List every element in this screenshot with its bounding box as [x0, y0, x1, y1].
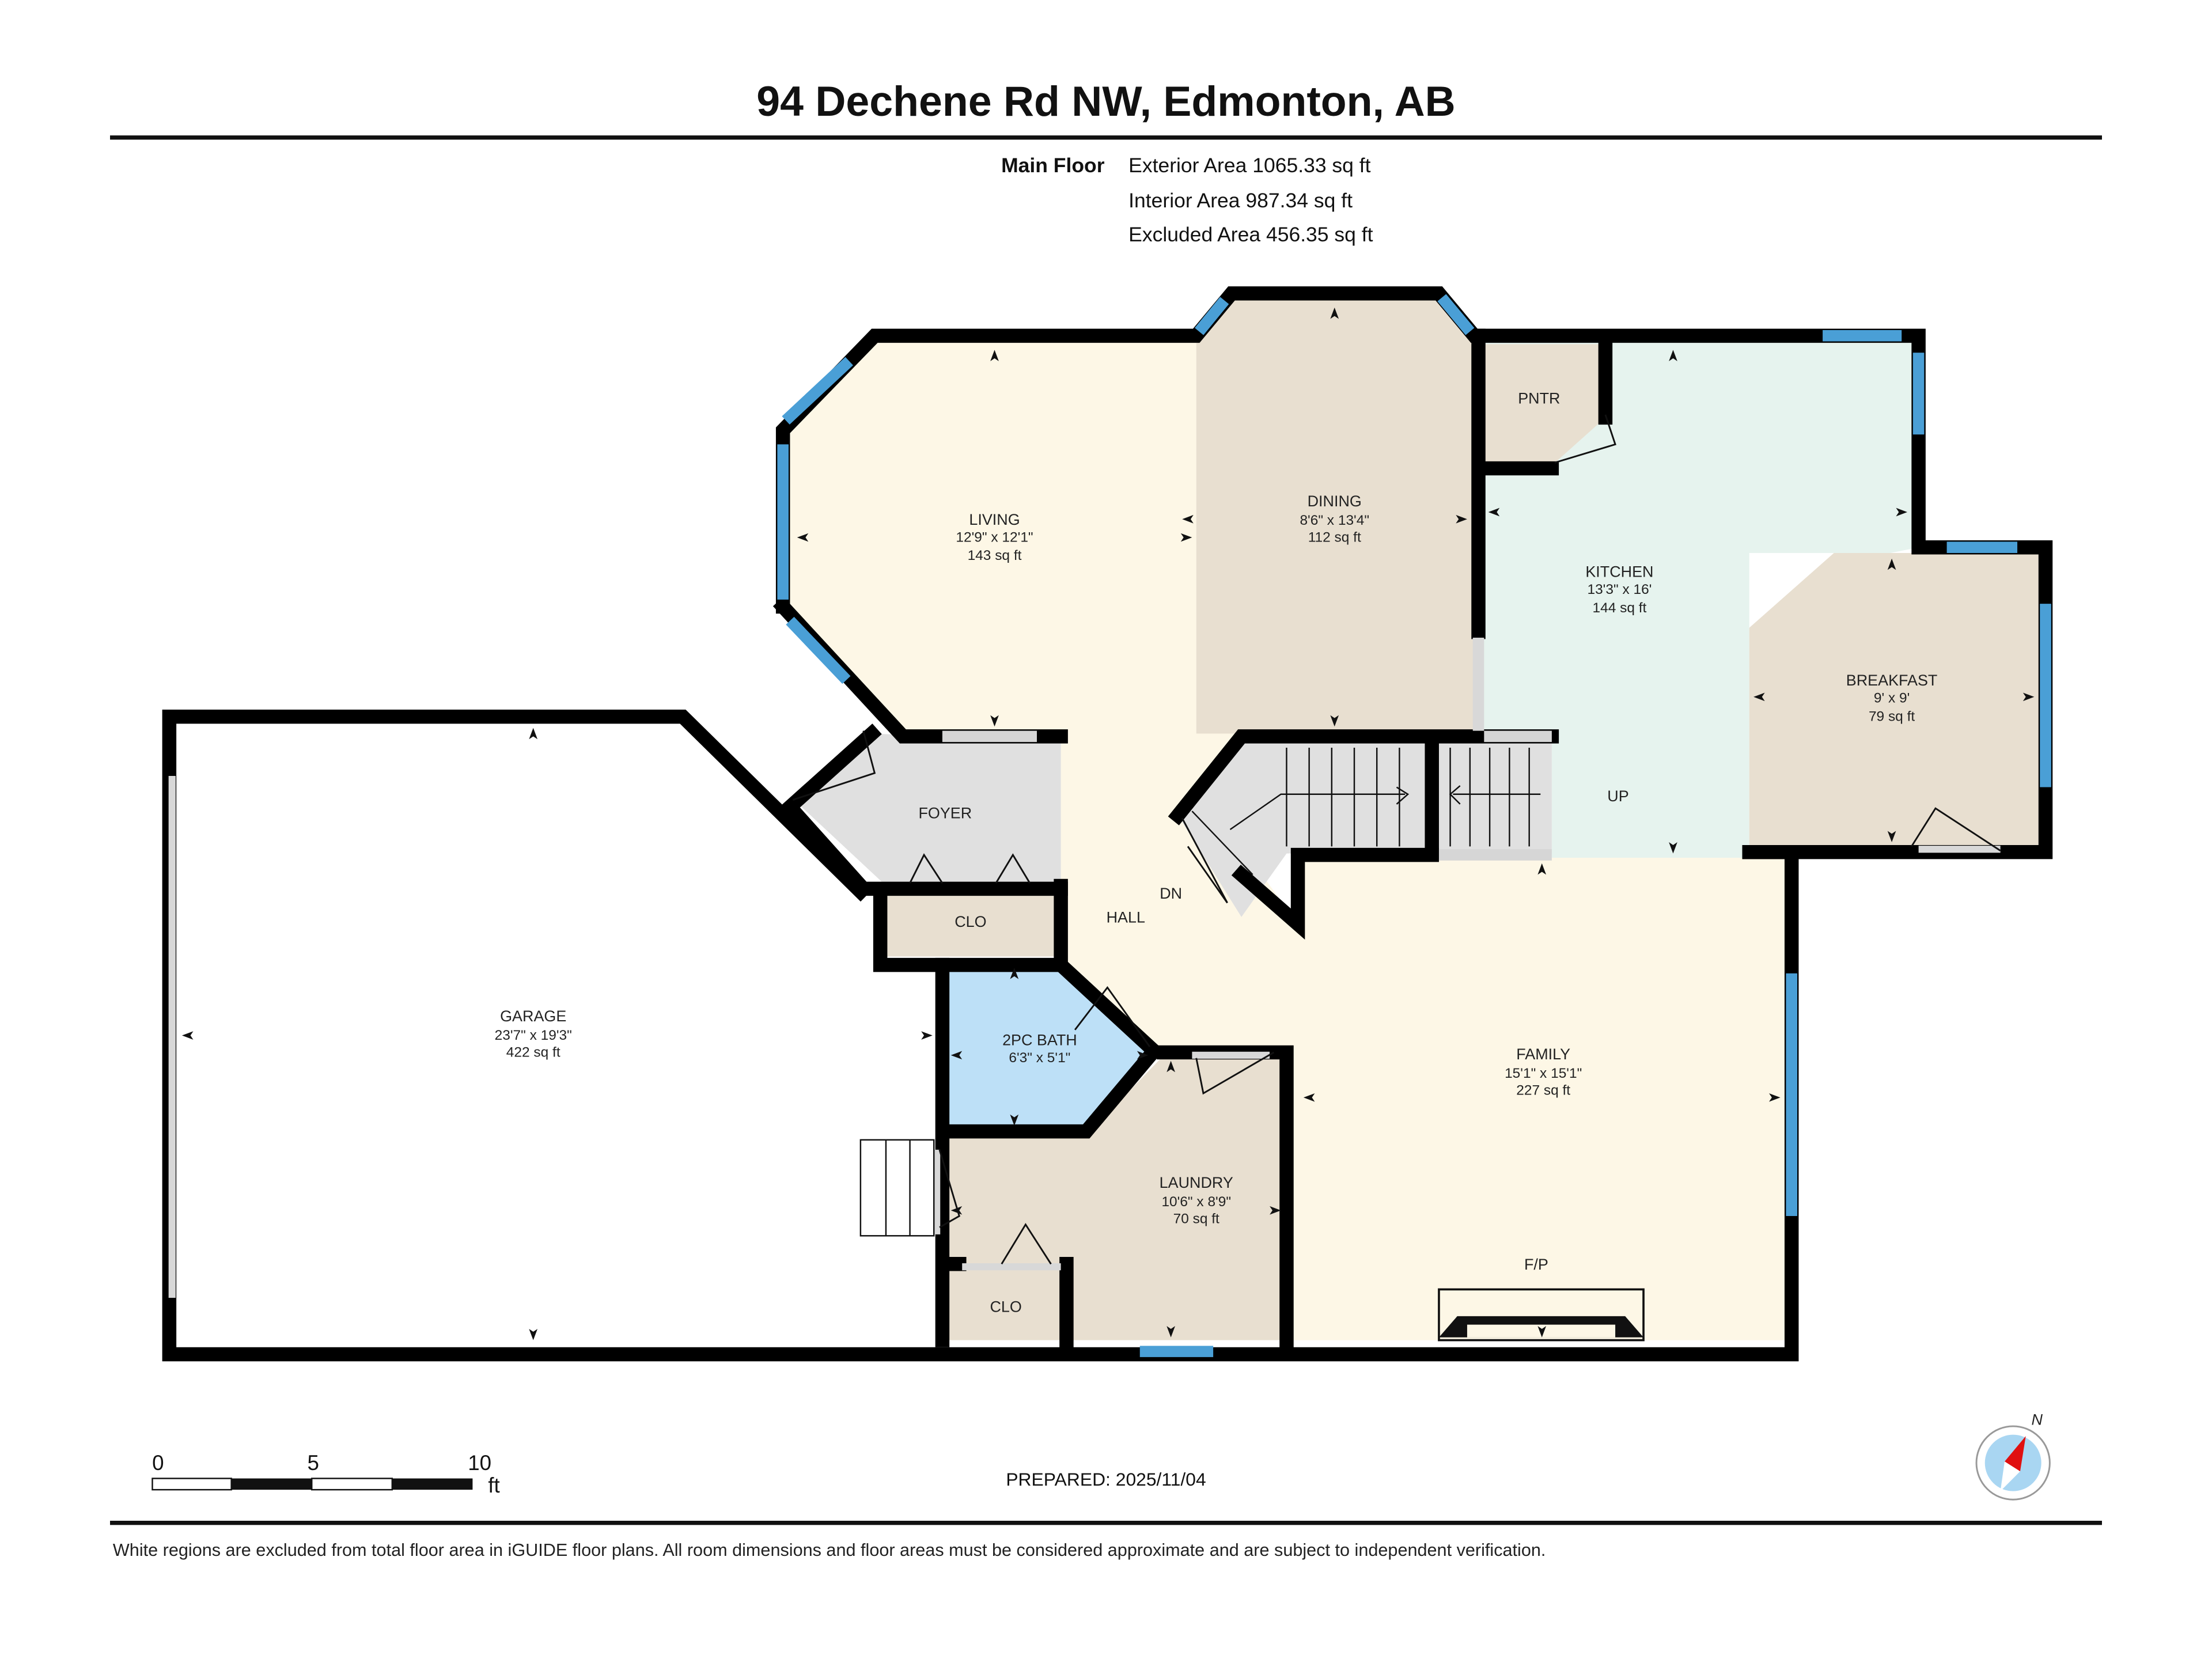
foyer-fill	[798, 733, 1061, 882]
laundry-closet-door	[1001, 1222, 1052, 1265]
compass-icon: N	[1975, 1411, 2051, 1501]
bath-door-swing	[1074, 986, 1151, 1047]
window	[1437, 294, 1475, 335]
room-name: FAMILY	[1516, 1046, 1570, 1063]
room-dimensions: 9' x 9'	[1874, 691, 1910, 706]
compass-north-label: N	[2032, 1411, 2043, 1428]
closet-door-left	[909, 853, 944, 884]
stairs-up-label: UP	[1607, 787, 1628, 805]
room-dimensions: 12'9" x 12'1"	[956, 529, 1033, 545]
breakfast-door-swing	[1911, 807, 2001, 851]
room-laundry: LAUNDRY 10'6" x 8'9" 70 sq ft	[1160, 1174, 1233, 1226]
room-name: BREAKFAST	[1846, 672, 1938, 689]
window	[786, 616, 851, 684]
room-area: 422 sq ft	[506, 1044, 560, 1060]
page-title: 94 Dechene Rd NW, Edmonton, AB	[756, 77, 1455, 125]
living-fill	[783, 338, 1792, 1340]
fireplace	[1438, 1288, 1645, 1342]
fireplace-label: F/P	[1524, 1256, 1548, 1273]
room-area: 79 sq ft	[1869, 709, 1915, 724]
room-name: LIVING	[969, 511, 1020, 528]
garage-entry-door-swing	[938, 1149, 961, 1228]
foyer-closet-label: CLO	[955, 913, 986, 930]
excluded-area: Excluded Area 456.35 sq ft	[1128, 223, 1373, 246]
windows	[168, 294, 2051, 1357]
scale-unit: ft	[488, 1474, 499, 1497]
room-name: DINING	[1308, 493, 1362, 510]
room-kitchen: KITCHEN 13'3" x 16' 144 sq ft	[1585, 563, 1653, 616]
window	[1195, 297, 1229, 335]
floor-label: Main Floor	[1001, 154, 1105, 177]
room-garage: GARAGE 23'7" x 19'3" 422 sq ft	[495, 1007, 572, 1060]
room-dimensions: 23'7" x 19'3"	[495, 1028, 572, 1043]
walls	[162, 286, 2053, 1362]
footer-disclaimer: White regions are excluded from total fl…	[113, 1540, 1546, 1560]
stairs-door-swing	[1181, 817, 1228, 904]
dimension-arrows	[181, 307, 2035, 1340]
foyer-closet-fill	[885, 888, 1055, 957]
room-area: 143 sq ft	[968, 548, 1022, 563]
room-family: FAMILY 15'1" x 15'1" 227 sq ft	[1505, 1046, 1582, 1098]
pantry-door-swing	[1554, 414, 1616, 464]
garage-steps	[859, 1139, 935, 1237]
pantry-fill	[1484, 344, 1605, 466]
scale-tick-5: 5	[307, 1451, 319, 1475]
stairs	[859, 747, 1541, 1237]
room-dimensions: 13'3" x 16'	[1587, 582, 1652, 597]
room-living: LIVING 12'9" x 12'1" 143 sq ft	[956, 511, 1033, 563]
scale-tick-10: 10	[468, 1451, 491, 1475]
interior-area: Interior Area 987.34 sq ft	[1128, 189, 1353, 212]
room-area: 227 sq ft	[1516, 1082, 1570, 1098]
room-name: LAUNDRY	[1160, 1174, 1233, 1191]
hall-label: HALL	[1107, 909, 1145, 926]
laundry-closet-fill	[948, 1267, 1067, 1338]
room-area: 70 sq ft	[1173, 1211, 1219, 1226]
room-area: 112 sq ft	[1308, 529, 1361, 545]
door-swings	[792, 414, 2001, 1265]
window	[782, 357, 853, 425]
room-bath: 2PC BATH 6'3" x 5'1"	[1002, 1032, 1077, 1066]
front-door-swing	[792, 730, 876, 801]
room-dimensions: 10'6" x 8'9"	[1161, 1194, 1231, 1210]
room-name: 2PC BATH	[1002, 1032, 1077, 1049]
stairs-fill	[1177, 740, 1552, 917]
dining-fill	[1196, 296, 1475, 734]
scale-tick-0: 0	[152, 1451, 164, 1475]
room-dimensions: 8'6" x 13'4"	[1300, 513, 1369, 528]
breakfast-fill	[1749, 553, 2039, 850]
prepared-date: PREPARED: 2025/11/04	[1006, 1469, 1206, 1490]
exterior-area: Exterior Area 1065.33 sq ft	[1128, 154, 1370, 177]
laundry-door-swing	[1195, 1051, 1275, 1095]
room-breakfast: BREAKFAST 9' x 9' 79 sq ft	[1846, 672, 1938, 724]
closet-door-right	[995, 853, 1031, 884]
scale-bar: 0 5 10 ft	[151, 1451, 500, 1497]
laundry-closet-label: CLO	[990, 1298, 1021, 1316]
pantry-label: PNTR	[1518, 389, 1560, 407]
room-area: 144 sq ft	[1592, 600, 1646, 616]
room-name: GARAGE	[500, 1007, 566, 1025]
header-divider	[110, 135, 2102, 140]
openings	[933, 637, 2001, 1271]
room-dimensions: 6'3" x 5'1"	[1009, 1050, 1070, 1066]
kitchen-fill	[1474, 338, 1919, 858]
stairs-down-label: DN	[1160, 885, 1182, 902]
footer-divider	[110, 1521, 2102, 1525]
room-dimensions: 15'1" x 15'1"	[1505, 1066, 1582, 1081]
foyer-label: FOYER	[918, 804, 972, 821]
room-name: KITCHEN	[1585, 563, 1653, 581]
room-dining: DINING 8'6" x 13'4" 112 sq ft	[1300, 493, 1369, 545]
